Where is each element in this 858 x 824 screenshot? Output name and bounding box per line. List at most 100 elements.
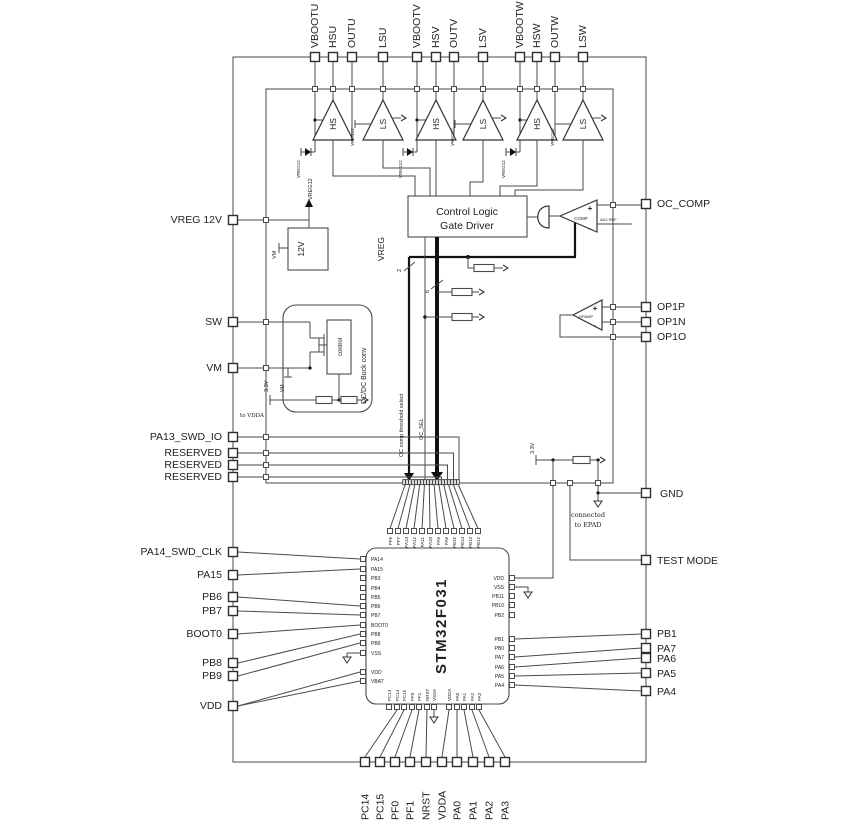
vreg12-supply-label: VREG12 [501,160,506,178]
hs-driver-label: HS [328,118,338,130]
mcu-left-pin-label: PB4 [371,586,381,592]
bottom-pin-label: PA2 [484,801,496,820]
block-labels: Control Logic Gate Driver 12V VREG VM DC… [240,178,617,529]
mcu-bottom-pin-label: PA1 [462,692,467,701]
mcu-left-pin-label: PB8 [371,632,381,638]
bottom-pin-label: PA0 [452,801,464,820]
left-pin-label: PA15 [197,569,222,581]
mcu-right-pin-label: PA6 [495,665,504,671]
ls-driver-label: LS [378,118,388,129]
epad-note-line2: to EPAD [574,521,601,529]
buck-vm-tap-label: VM [280,385,286,393]
driver-labels: HS HS HS LS LS LS VREG12 VREG12 VREG12 V… [296,118,588,178]
top-pin-label: OUTW [549,16,561,48]
bottom-pin-label: PC14 [360,794,372,820]
right-pin-label: OC_COMP [657,198,710,210]
opamp-label: OPAMP [579,314,593,319]
left-pin-labels: VREG 12V SW VM PA13_SWD_IO RESERVED RESE… [140,214,222,712]
buck-label: DC/DC Buck conv [361,347,368,404]
right-pin-label: GND [660,488,684,500]
mcu-right-pin-label: PA5 [495,674,504,680]
top-pin-label: LSU [377,28,389,48]
mcu-left-pin-label: PB9 [371,641,381,647]
right-pin-label: PA7 [657,643,676,655]
left-pin-label: PA14_SWD_CLK [140,546,222,558]
oc-comparator [558,199,642,233]
driver-region-boundary [265,88,614,484]
buck-converter-block [238,304,373,413]
mcu-right-pin-label: VSS [494,585,505,591]
vreg12-supply-label: VREG12 [296,160,301,178]
epad-note-line1: connected [571,511,605,519]
top-pin-label: LSW [577,25,589,48]
comp-minus: - [589,224,592,233]
mcu-top-pin-label: PA12 [412,537,417,548]
bottom-pin-label: PF1 [405,801,417,820]
top-pin-label: VBOOTV [411,4,423,48]
vreg12-supply-label: VREG12 [550,128,555,146]
swd-reserved-wires [238,436,460,481]
top-pin-label: HSW [531,23,543,48]
ls-driver-label: LS [478,118,488,129]
bottom-pin-label: PC15 [375,794,387,820]
right-pin-label: PA6 [657,653,676,665]
and-gate [527,205,560,229]
gnd-epad-wires [593,485,642,508]
vreg-12v-block [238,199,329,271]
top-pin-label: OUTU [346,18,358,48]
mcu-left-pin-label: PA14 [371,557,383,563]
control-logic-label-line2: Gate Driver [440,220,494,232]
right-pin-label: PA4 [657,686,676,698]
mcu-left-pin-label: PA15 [371,567,383,573]
opamp-minus: - [594,321,597,330]
vreg12-supply-label: VREG12 [398,160,403,178]
left-pin-label: RESERVED [164,471,222,483]
right-pin-label: PA5 [657,668,676,680]
top-pin-label: OUTV [448,19,460,48]
top-pin-labels: VBOOTU HSU OUTU LSU VBOOTV HSV OUTV LSV … [309,1,589,48]
mcu-right-pin-label: VDD [493,576,504,582]
vreg-block-label-line1: 12V [296,241,306,256]
bus6-width-label: 6 [425,290,431,293]
top-pin-label: HSU [327,26,339,48]
mcu-top-pin-label: PB12 [476,537,481,549]
hs-driver-label: HS [431,118,441,130]
mcu-right-pin-label: PA4 [495,683,504,689]
vreg-block-label-line2: VREG [376,237,386,261]
mcu-top-pin-label: PB14 [460,537,465,549]
buck-control-label: control [338,338,344,356]
bottom-pin-label: NRST [421,791,433,820]
mcu-top-pin-label: PA8 [444,537,449,546]
mcu-name: STM32F031 [433,578,450,674]
mcu-bottom-pin-label: VSSA [432,689,437,701]
connector-strip [402,479,460,486]
mcu-right-pin-label: PB11 [492,594,504,600]
mcu-labels: STM32F031 PA14 PA15 PB3 PB4 PB5 PB6 PB7 … [371,537,505,701]
mcu-bottom-pin-label: PC15 [402,689,407,701]
top-pin-label: HSV [430,26,442,48]
mcu-bottom-pin-label: PF0 [410,692,415,701]
top-pin-label: VBOOTU [309,4,321,48]
left-pin-label: PB7 [202,605,222,617]
left-pin-label: PB8 [202,657,222,669]
mcu-left-pin-label: VDD [371,670,382,676]
mcu-left-fan [237,551,361,707]
hs-driver-label: HS [532,118,542,130]
left-pin-label: BOOT0 [186,628,222,640]
control-logic-label-line1: Control Logic [436,206,498,218]
mcu-left-pin-label: PB3 [371,576,381,582]
mcu-top-pin-label: PA13 [404,537,409,548]
vreg12-supply-label: VREG12 [450,128,455,146]
bottom-pin-label: VDDA [437,791,449,820]
v33-left-label: 3.3V [264,380,270,392]
rail-3v3-right [535,455,607,483]
control-logic-block [407,195,528,238]
right-pin-label: PB1 [657,628,677,640]
mcu-bottom-pin-label: PA3 [477,692,482,701]
right-pin-label: TEST MODE [657,555,718,567]
mcu-bottom-pin-label: PF1 [417,692,422,701]
mcu-top-pin-label: PA11 [420,537,425,548]
right-pin-label: OP1N [657,316,686,328]
